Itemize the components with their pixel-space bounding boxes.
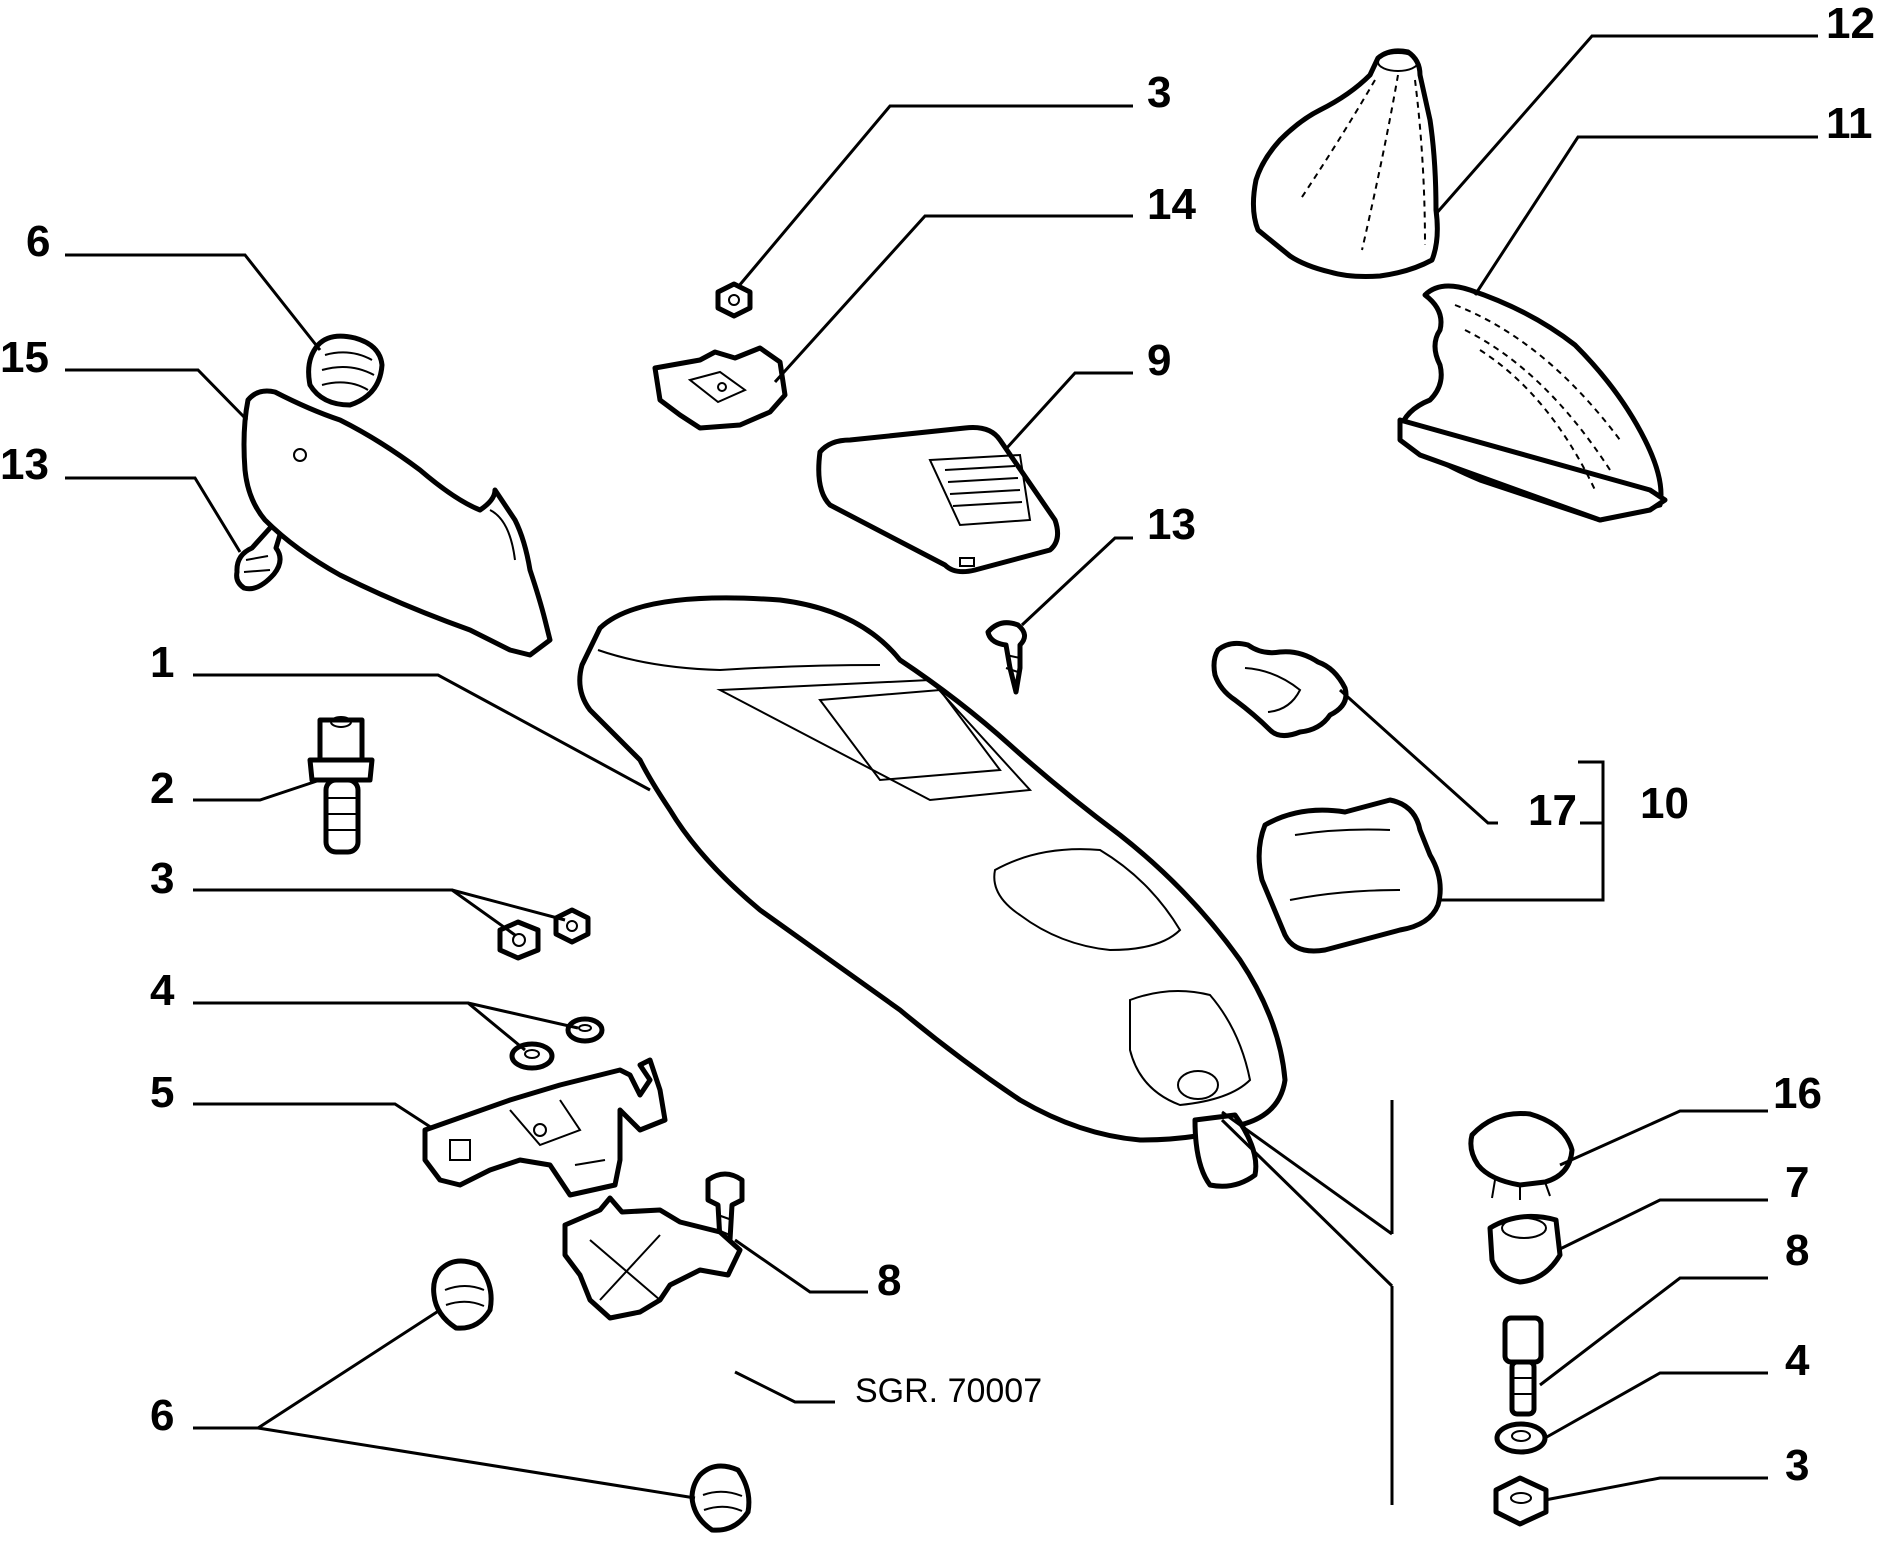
callout-12: 12 <box>1826 0 1875 48</box>
callout-7: 7 <box>1785 1158 1809 1207</box>
gaiter-frame-part <box>1397 283 1668 523</box>
callout-11: 11 <box>1826 99 1873 148</box>
cap-part <box>1468 1110 1575 1200</box>
callout-15: 15 <box>0 333 49 382</box>
callout-1: 1 <box>150 638 174 687</box>
callout-13-center: 13 <box>1147 500 1196 549</box>
callout-8-center: 8 <box>877 1256 901 1305</box>
center-console-part <box>577 595 1288 1189</box>
callout-9: 9 <box>1147 336 1171 385</box>
washer-part-left-b <box>565 1016 605 1044</box>
clip-part-top <box>306 333 385 408</box>
callout-13-left: 13 <box>0 440 49 489</box>
callout-10: 10 <box>1640 779 1689 828</box>
gear-boot-part <box>1250 48 1440 279</box>
bracket-part <box>422 1057 668 1198</box>
callout-3-top: 3 <box>1147 68 1171 117</box>
bolt-part <box>307 716 375 855</box>
washer-part-right <box>1494 1421 1548 1455</box>
storage-pocket-part <box>1256 797 1443 954</box>
callout-17: 17 <box>1528 786 1577 835</box>
callout-8-right: 8 <box>1785 1226 1809 1275</box>
nut-part-top <box>715 281 753 319</box>
callout-3-left: 3 <box>150 854 174 903</box>
callout-14: 14 <box>1147 180 1196 229</box>
nut-part-left-b <box>553 907 591 945</box>
callout-6-top: 6 <box>26 217 50 266</box>
callout-3-right: 3 <box>1785 1441 1809 1490</box>
callout-labels: 1 2 3 4 5 6 15 13 6 8 3 14 9 13 12 11 17… <box>0 0 1875 1490</box>
callout-16: 16 <box>1773 1069 1822 1118</box>
sgr-bracket-part <box>562 1195 743 1321</box>
callout-4-left: 4 <box>150 966 175 1015</box>
callout-2: 2 <box>150 764 174 813</box>
sgr-reference: SGR. 70007 <box>855 1372 1042 1410</box>
callout-6-bottom: 6 <box>150 1391 174 1440</box>
grommet-part <box>1487 1213 1563 1285</box>
callout-5: 5 <box>150 1068 174 1117</box>
leader-lines <box>65 34 1818 1505</box>
washer-part-left-a <box>509 1041 555 1071</box>
small-bracket-part <box>652 345 788 431</box>
screw-part-center-13 <box>985 620 1027 695</box>
callout-4-right: 4 <box>1785 1336 1810 1385</box>
nut-part-right <box>1493 1475 1549 1527</box>
clip-part-bottom-b <box>689 1463 752 1533</box>
cover-plate-part <box>816 425 1061 575</box>
side-trim-panel-part <box>241 388 553 658</box>
bolt-part-right <box>1502 1315 1544 1417</box>
clip-part-bottom-a <box>431 1258 494 1331</box>
screw-part-left <box>234 515 285 592</box>
gasket-part <box>1211 640 1349 738</box>
